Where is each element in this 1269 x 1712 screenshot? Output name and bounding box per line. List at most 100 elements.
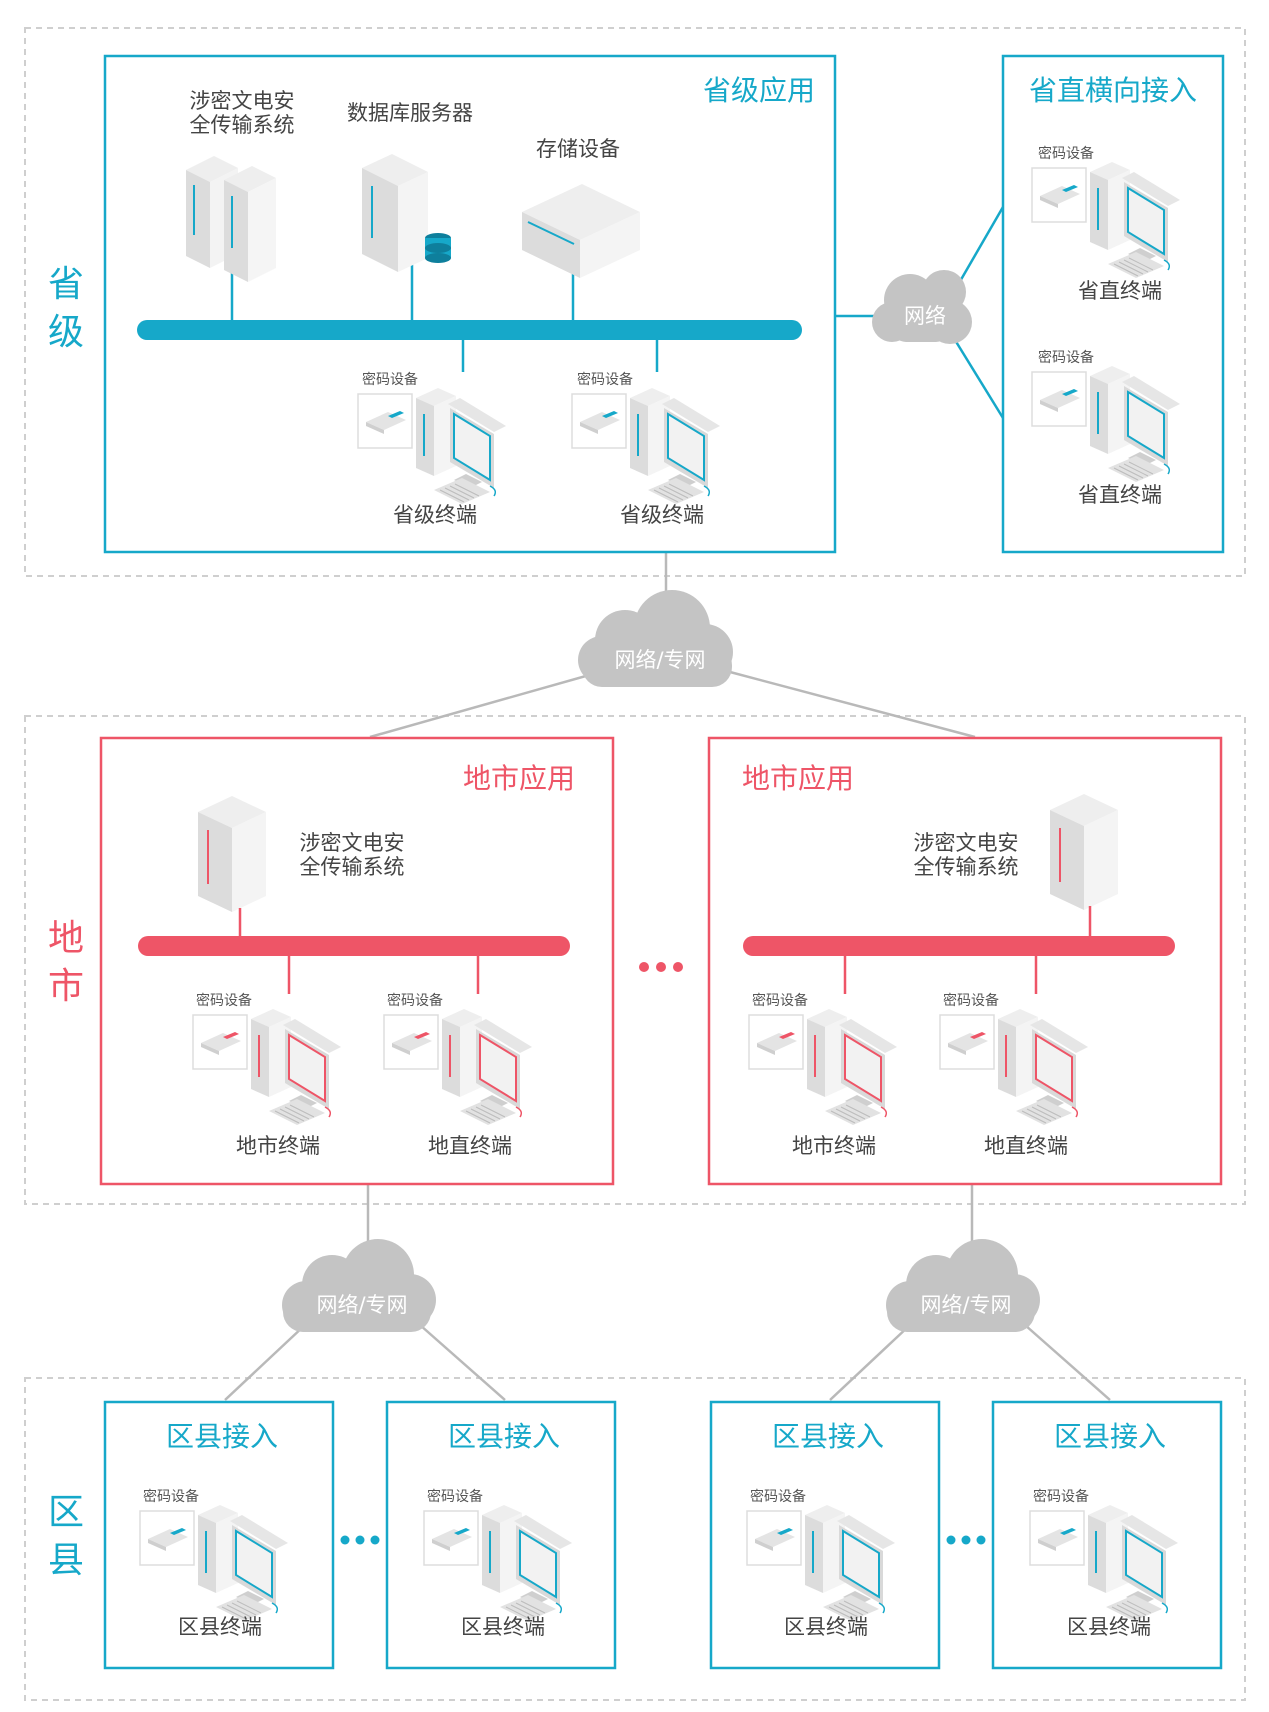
city-system-label-2a: 涉密文电安 <box>914 831 1019 855</box>
city-region <box>24 715 1246 1205</box>
city-bus-1 <box>138 936 570 956</box>
city-app-title-1: 地市应用 <box>463 762 575 795</box>
direct-access-box <box>1001 54 1225 554</box>
storage-label: 存储设备 <box>536 137 620 161</box>
county-terminal-1 <box>139 1505 288 1621</box>
crypto-device-icon <box>139 1510 195 1566</box>
county-terminal-4 <box>1029 1505 1178 1621</box>
direct-terminal-2 <box>1031 366 1180 482</box>
monitor-icon <box>1122 376 1180 466</box>
crypto-device-icon <box>357 393 413 449</box>
county-terminal-label-4: 区县终端 <box>1067 1615 1151 1639</box>
province-bus <box>137 320 802 340</box>
database-server-icon <box>362 154 451 272</box>
county-terminal-label-1: 区县终端 <box>178 1615 262 1639</box>
direct-terminal-label-2: 省直终端 <box>1078 483 1162 507</box>
crypto-device-icon <box>1031 167 1087 223</box>
city-terminal-label-3: 地市终端 <box>792 1134 876 1158</box>
city-app-title-2: 地市应用 <box>742 762 854 795</box>
city-crypto-label-3: 密码设备 <box>752 992 808 1009</box>
keyboard-icon <box>1016 1099 1079 1125</box>
crypto-device-icon <box>746 1510 802 1566</box>
keyboard-icon <box>825 1099 888 1125</box>
city-terminal-label-1: 地市终端 <box>236 1134 320 1158</box>
keyboard-icon <box>648 478 711 504</box>
keyboard-icon <box>216 1595 279 1621</box>
direct-access-links <box>835 206 1005 419</box>
city-terminal-4 <box>939 1009 1088 1125</box>
crypto-device-icon <box>939 1014 995 1070</box>
city-ellipsis <box>639 962 683 972</box>
monitor-icon <box>474 1019 532 1109</box>
province-terminal-label-1: 省级终端 <box>393 503 477 527</box>
city-crypto-label-2: 密码设备 <box>387 992 443 1009</box>
direct-access-title: 省直横向接入 <box>1029 74 1197 107</box>
county-title-2: 区县接入 <box>448 1420 560 1453</box>
county-title-3: 区县接入 <box>772 1420 884 1453</box>
city-app-box-1 <box>99 736 615 1186</box>
province-terminal-label-2: 省级终端 <box>620 503 704 527</box>
city-crypto-label-1: 密码设备 <box>196 992 252 1009</box>
direct-terminal-1 <box>1031 162 1180 278</box>
county-terminal-2 <box>423 1505 572 1621</box>
main-network-cloud-label: 网络/专网 <box>614 648 705 672</box>
keyboard-icon <box>460 1099 523 1125</box>
tier-county-char-1: 区 <box>48 1492 84 1533</box>
transfer-system-server-icon <box>186 156 276 282</box>
province-region <box>24 27 1246 577</box>
tower-pc-icon <box>416 388 456 476</box>
city-system-label-1b: 全传输系统 <box>300 855 405 879</box>
county-ellipsis-2 <box>946 1535 986 1545</box>
city-terminal-label-4: 地直终端 <box>984 1134 1068 1158</box>
county-crypto-label-4: 密码设备 <box>1033 1488 1089 1505</box>
county-title-4: 区县接入 <box>1054 1420 1166 1453</box>
county-crypto-label-1: 密码设备 <box>143 1488 199 1505</box>
tier-county-char-2: 县 <box>48 1540 84 1581</box>
monitor-icon <box>514 1515 572 1605</box>
direct-terminal-label-1: 省直终端 <box>1078 279 1162 303</box>
city-app-box-2 <box>707 736 1223 1186</box>
tier-city-char-1: 地 <box>48 918 84 959</box>
direct-network-cloud <box>872 270 972 344</box>
storage-device-icon <box>522 184 640 278</box>
county-title-1: 区县接入 <box>166 1420 278 1453</box>
monitor-icon <box>230 1515 288 1605</box>
province-terminal-1 <box>357 388 506 504</box>
monitor-icon <box>1030 1019 1088 1109</box>
crypto-device-icon <box>748 1014 804 1070</box>
crypto-device-icon <box>571 393 627 449</box>
main-network-cloud <box>578 590 733 687</box>
city-network-cloud-1 <box>282 1239 436 1332</box>
keyboard-icon <box>823 1595 886 1621</box>
network-links <box>224 552 1111 1401</box>
keyboard-icon <box>1108 456 1171 482</box>
city-terminal-3 <box>748 1009 897 1125</box>
province-terminal-2 <box>571 388 720 504</box>
county-crypto-label-2: 密码设备 <box>427 1488 483 1505</box>
city-crypto-label-4: 密码设备 <box>943 992 999 1009</box>
direct-network-cloud-label: 网络 <box>904 304 946 328</box>
province-crypto-label-2: 密码设备 <box>577 371 633 388</box>
city-system-label-1a: 涉密文电安 <box>300 831 405 855</box>
keyboard-icon <box>434 478 497 504</box>
county-terminal-label-2: 区县终端 <box>461 1615 545 1639</box>
database-server-label: 数据库服务器 <box>347 101 473 125</box>
city-network-cloud-label-1: 网络/专网 <box>316 1293 407 1317</box>
crypto-device-icon <box>1031 371 1087 427</box>
county-terminal-label-3: 区县终端 <box>784 1615 868 1639</box>
city-bus-2 <box>743 936 1175 956</box>
direct-crypto-label-1: 密码设备 <box>1038 145 1094 162</box>
transfer-system-label-1: 涉密文电安 <box>190 89 295 113</box>
keyboard-icon <box>1106 1595 1169 1621</box>
province-app-title: 省级应用 <box>703 74 815 107</box>
crypto-device-icon <box>423 1510 479 1566</box>
city-terminal-1 <box>192 1009 341 1125</box>
county-ellipsis-1 <box>340 1535 380 1545</box>
keyboard-icon <box>1108 252 1171 278</box>
tier-province-char-1: 省 <box>48 264 84 305</box>
keyboard-icon <box>500 1595 563 1621</box>
city-system-label-2b: 全传输系统 <box>914 855 1019 879</box>
crypto-device-icon <box>192 1014 248 1070</box>
